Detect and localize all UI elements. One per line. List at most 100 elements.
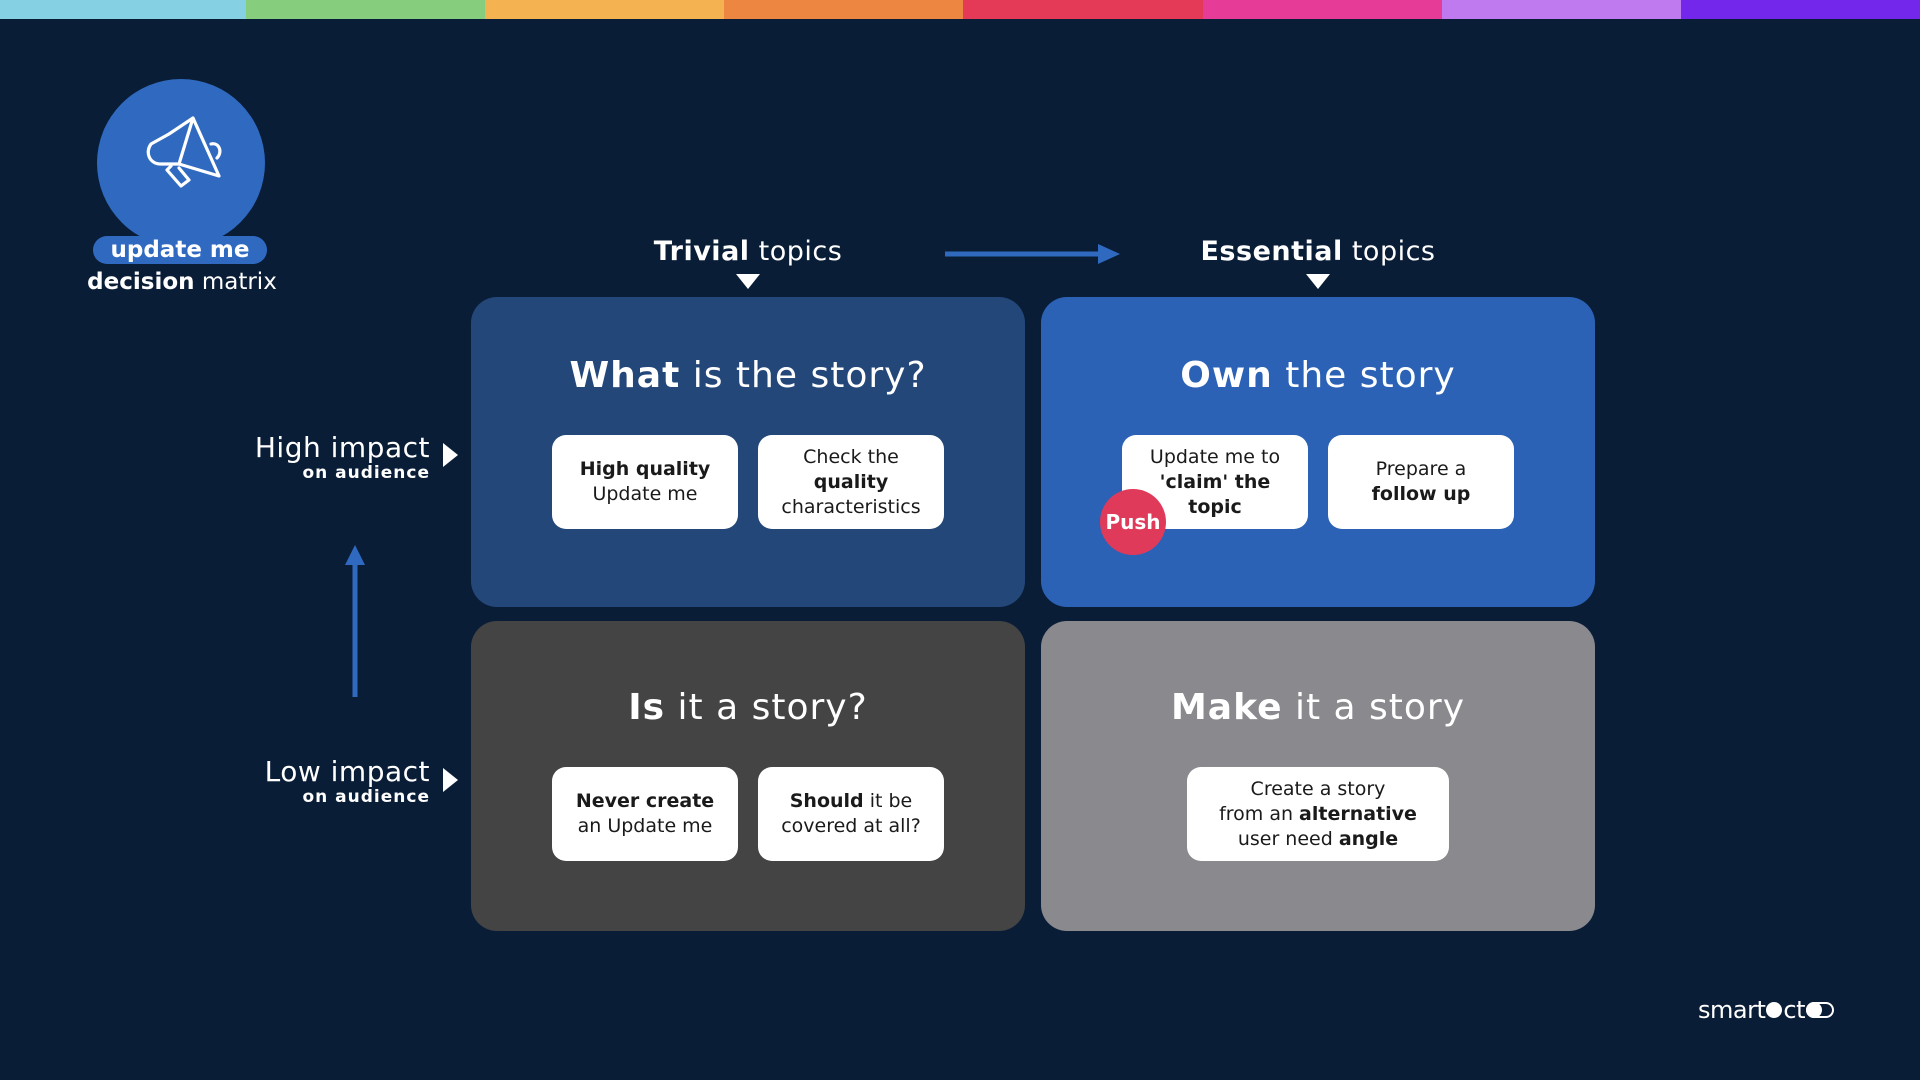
quadrant-title: What is the story? (471, 355, 1025, 397)
column-header-rest: topics (1342, 236, 1436, 267)
right-arrow-icon (945, 244, 1120, 264)
quadrant-title-bold: Own (1180, 355, 1273, 396)
card-line-text: Create a story (1250, 777, 1386, 800)
column-header-trivial: Trivial topics (471, 236, 1025, 289)
quadrant-title-rest: is the story? (680, 355, 927, 396)
row-header-main: High impact (254, 431, 430, 464)
logo-toggle-icon (1805, 1002, 1834, 1018)
stripe-segment (246, 0, 486, 19)
card-line: an Update me (576, 814, 714, 839)
row-header-low: Low impact on audience (220, 755, 430, 807)
card-line-text: an Update me (577, 815, 713, 837)
card-text: Never create an Update me (576, 789, 714, 839)
card-line-bold: quality (813, 470, 889, 493)
stripe-segment (485, 0, 725, 19)
card-line-bold: Never create (575, 790, 715, 812)
card-line-text: Update me to (1149, 445, 1281, 468)
quadrant-title-rest: it a story (1282, 687, 1466, 728)
card-line: 'claim' the (1150, 470, 1280, 495)
color-stripe (0, 0, 1920, 19)
down-triangle-icon (1306, 274, 1330, 289)
logo-text: ct (1783, 996, 1805, 1024)
row-header-high: High impact on audience (220, 431, 430, 483)
quadrant-title: Is it a story? (471, 687, 1025, 729)
card-line-bold: Should (789, 790, 864, 812)
row-header-sub: on audience (302, 787, 430, 807)
action-card[interactable]: Prepare a follow up (1328, 435, 1514, 529)
logo-dot-icon (1766, 1002, 1783, 1018)
card-line: Create a story (1219, 777, 1417, 802)
card-line: Prepare a (1372, 457, 1471, 482)
down-triangle-icon (736, 274, 760, 289)
card-line: user need angle (1219, 827, 1417, 852)
card-line-bold: High quality (579, 458, 711, 480)
card-line-bold: 'claim' the (1159, 470, 1271, 493)
card-line: covered at all? (781, 814, 921, 839)
card-line: High quality (580, 457, 711, 482)
brand-subtitle-bold: decision (87, 269, 195, 295)
card-line-bold: angle (1338, 827, 1399, 850)
column-header-bold: Essential (1200, 236, 1343, 267)
stripe-segment (0, 0, 246, 19)
brand-pill: update me (93, 236, 267, 264)
brand-circle (97, 79, 265, 247)
card-line: from an alternative (1219, 802, 1417, 827)
card-line-text: covered at all? (781, 815, 921, 837)
card-text: Prepare a follow up (1372, 457, 1471, 507)
push-badge: Push (1100, 489, 1166, 555)
quadrant-title: Own the story (1041, 355, 1595, 397)
row-header-main: Low impact (264, 755, 430, 788)
card-line-text: Update me (592, 483, 698, 505)
stripe-segment (724, 0, 964, 19)
card-line-bold: alternative (1299, 802, 1417, 825)
card-line-bold: follow up (1371, 483, 1471, 505)
quadrant-title-rest: it a story? (665, 687, 868, 728)
quadrant-title: Make it a story (1041, 687, 1595, 729)
quadrant-title-rest: the story (1272, 355, 1456, 396)
quadrant-title-bold: What (569, 355, 681, 396)
card-line-text: characteristics (781, 495, 921, 518)
card-line-bold: topic (1188, 495, 1242, 518)
card-line-text: Check the (803, 445, 899, 468)
card-line-text: it be (863, 790, 913, 812)
card-line: topic (1150, 495, 1280, 520)
card-line: characteristics (781, 495, 920, 520)
megaphone-icon (146, 116, 222, 188)
right-triangle-icon (443, 443, 458, 467)
quadrant-title-bold: Is (628, 687, 666, 728)
card-line-text: Prepare a (1375, 458, 1467, 480)
row-header-sub: on audience (302, 463, 430, 483)
card-line: follow up (1372, 482, 1471, 507)
up-arrow-icon (345, 545, 365, 697)
column-header-bold: Trivial (653, 236, 750, 267)
action-card[interactable]: Never create an Update me (552, 767, 738, 861)
stripe-segment (1202, 0, 1442, 19)
card-line: quality (781, 470, 920, 495)
column-header-rest: topics (749, 236, 843, 267)
right-triangle-icon (443, 768, 458, 792)
stripe-segment (963, 0, 1203, 19)
card-line: Update me (580, 482, 711, 507)
card-line-text: from an (1219, 802, 1300, 825)
quadrant-title-bold: Make (1170, 687, 1283, 728)
card-line: Never create (576, 789, 714, 814)
brand-subtitle-rest: matrix (194, 269, 277, 295)
stripe-segment (1441, 0, 1681, 19)
logo-text: smart (1698, 996, 1766, 1024)
card-line: Should it be (781, 789, 921, 814)
column-header-essential: Essential topics (1041, 236, 1595, 289)
